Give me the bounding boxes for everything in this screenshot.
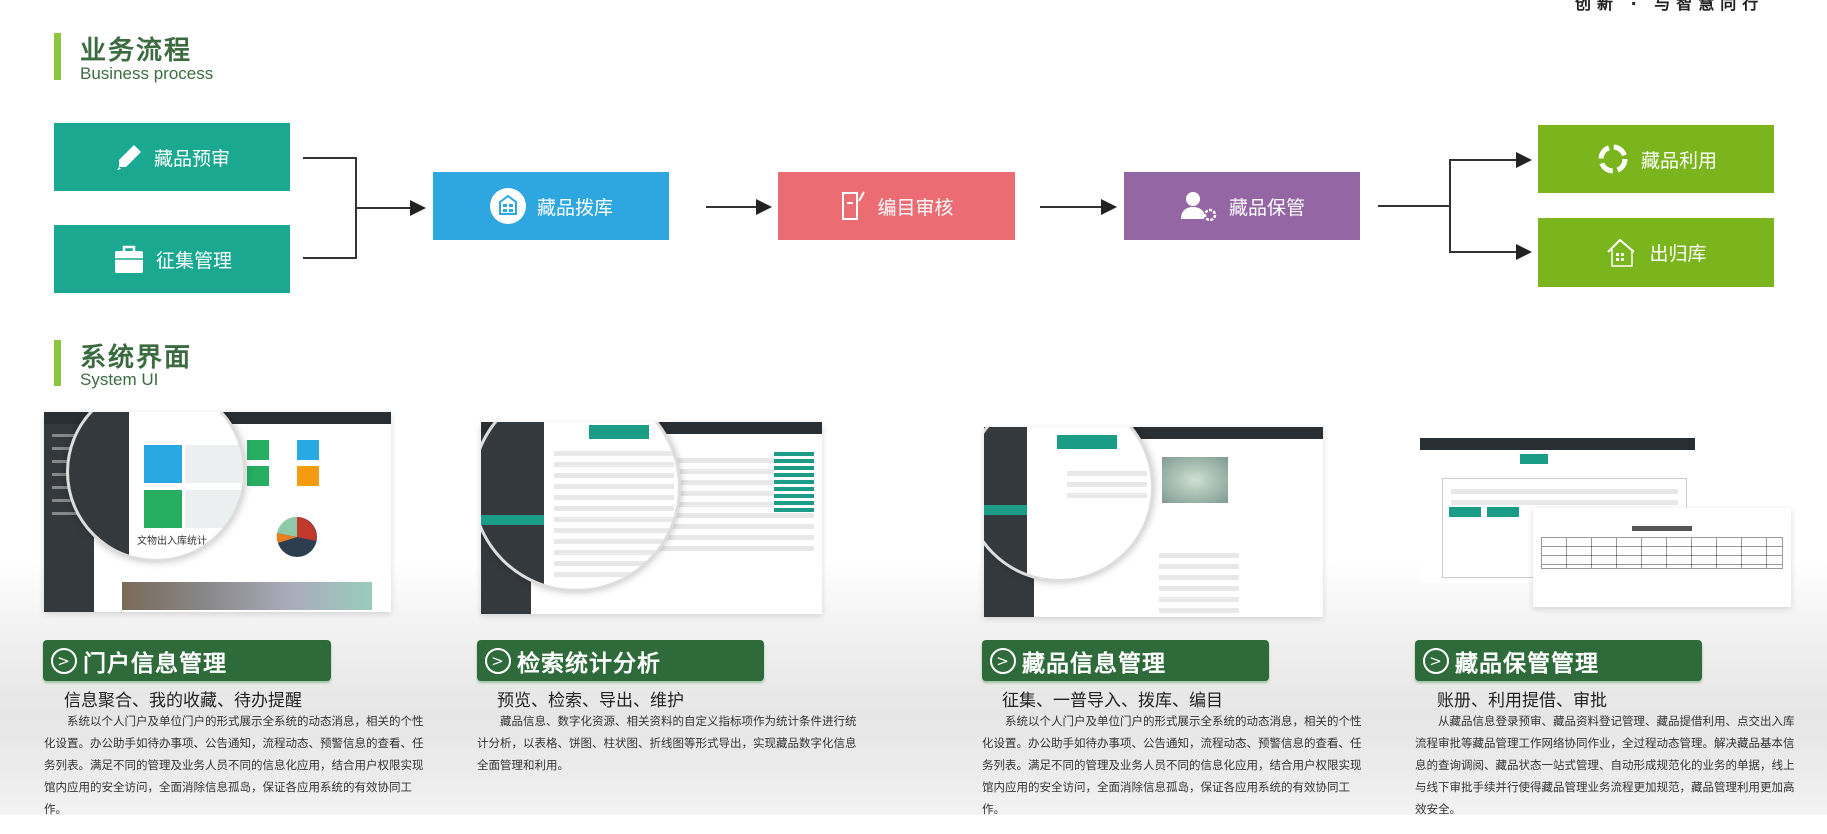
cycle-icon <box>1598 144 1628 174</box>
flow-step-label: 征集管理 <box>155 249 232 272</box>
building-icon <box>489 188 526 224</box>
user-gear-icon <box>1180 192 1217 222</box>
custody-ledger-form <box>1533 508 1791 607</box>
module-features: 账册、利用提借、审批 <box>1437 691 1607 711</box>
section-accent-bar <box>54 33 61 80</box>
artifact-thumbnails <box>122 582 372 610</box>
business-subtitle: Business process <box>80 64 214 83</box>
module-features: 征集、一普导入、拨库、编目 <box>1002 691 1223 711</box>
screen-caption: 文物出入库统计 <box>137 536 207 547</box>
module-banner-collection: >藏品信息管理 <box>982 640 1269 681</box>
bottom-strip <box>0 815 1827 834</box>
module-description: 系统以个人门户及单位门户的形式展示全系统的动态消息，相关的个性化设置。办公助手如… <box>44 714 424 816</box>
slogan: 创新 · 与智慧同行 <box>1575 0 1765 13</box>
module-title: 藏品保管管理 <box>1455 650 1599 677</box>
module-description: 藏品信息、数字化资源、相关资料的自定义指标项作为统计条件进行统计分析，以表格、饼… <box>477 714 857 772</box>
flow-step-allocation: 藏品拨库 <box>433 172 669 240</box>
chevron-right-icon: > <box>990 647 1016 674</box>
module-title: 藏品信息管理 <box>1022 650 1166 677</box>
flow-step-label: 出归库 <box>1649 243 1707 265</box>
magnifier: 文物出入库统计 <box>66 412 246 562</box>
system-subtitle: System UI <box>80 370 159 389</box>
flow-step-collection: 征集管理 <box>54 225 290 293</box>
section-accent-bar <box>54 340 61 386</box>
module-description: 从藏品信息登录预审、藏品资料登记管理、藏品提借利用、点交出入库流程审批等藏品管理… <box>1415 714 1795 816</box>
flow-step-catalog-review: 编目审核 <box>778 172 1015 240</box>
house-icon <box>1607 238 1636 267</box>
module-title: 检索统计分析 <box>517 650 661 677</box>
flow-step-custody: 藏品保管 <box>1124 172 1360 240</box>
flow-step-pre-review: 藏品预审 <box>54 123 290 191</box>
magnifier <box>481 422 681 592</box>
module-description: 系统以个人门户及单位门户的形式展示全系统的动态消息，相关的个性化设置。办公助手如… <box>982 714 1362 816</box>
briefcase-icon <box>114 245 143 273</box>
module-title: 门户信息管理 <box>83 650 227 677</box>
chevron-right-icon: > <box>1423 647 1449 674</box>
module-banner-custody: >藏品保管管理 <box>1415 640 1702 681</box>
pie-chart <box>276 516 317 557</box>
module-banner-portal: >门户信息管理 <box>43 640 331 681</box>
flow-step-label: 藏品拨库 <box>536 196 613 219</box>
document-edit-icon <box>842 191 866 220</box>
flow-step-label: 藏品预审 <box>153 147 230 170</box>
artifact-image <box>1162 457 1228 503</box>
flow-step-utilization: 藏品利用 <box>1538 125 1774 193</box>
screenshot-portal: 文物出入库统计 <box>44 412 391 612</box>
module-banner-search: >检索统计分析 <box>477 640 764 681</box>
screenshot-collection-info <box>984 427 1323 617</box>
magnifier <box>984 427 1154 582</box>
pencil-icon <box>116 145 141 170</box>
merge-connector <box>303 157 357 259</box>
flow-step-label: 编目审核 <box>877 196 954 219</box>
flow-step-label: 藏品保管 <box>1228 196 1305 219</box>
flow-step-in-out-storage: 出归库 <box>1538 218 1774 287</box>
chevron-right-icon: > <box>51 647 77 674</box>
module-features: 预览、检索、导出、维护 <box>497 691 684 711</box>
screenshot-search <box>481 422 822 614</box>
split-connector <box>1449 159 1530 253</box>
business-title: 业务流程 <box>80 36 193 66</box>
chevron-right-icon: > <box>485 647 511 674</box>
system-title: 系统界面 <box>80 343 193 373</box>
flow-step-label: 藏品利用 <box>1640 149 1717 172</box>
module-features: 信息聚合、我的收藏、待办提醒 <box>64 691 302 711</box>
